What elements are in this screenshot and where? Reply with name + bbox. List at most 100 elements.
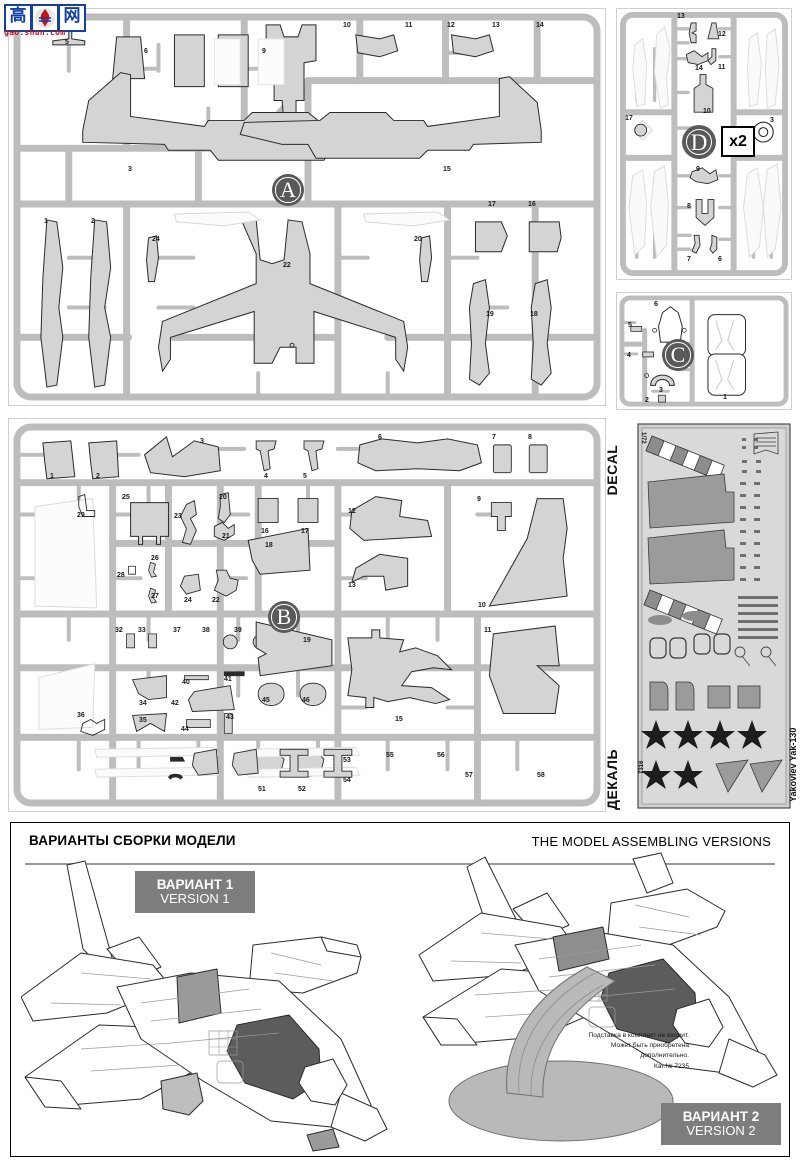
sprue-d-artwork	[619, 11, 789, 277]
stand-note-line-2: Может быть приобретена	[610, 1042, 689, 1050]
part-label-a-18: 18	[530, 311, 538, 318]
part-label-d-6: 6	[718, 256, 722, 263]
part-label-b-46: 46	[302, 697, 310, 704]
display-stand	[448, 966, 674, 1142]
sprue-b-artwork	[13, 423, 601, 807]
site-watermark: 高 网 gao.shun.com	[4, 4, 86, 38]
part-label-b-52: 52	[298, 786, 306, 793]
sprue-frame-a	[8, 8, 606, 406]
stand-note-line-3: дополнительно.	[640, 1052, 689, 1060]
part-label-b-10: 10	[478, 602, 486, 609]
part-label-d-12: 12	[718, 31, 726, 38]
sprue-frame-d	[616, 8, 792, 280]
part-label-c-3: 3	[659, 387, 663, 394]
part-label-b-16: 16	[261, 528, 269, 535]
part-label-b-23: 23	[174, 513, 182, 520]
version-2-label-ru: ВАРИАНТ 2	[682, 1108, 760, 1124]
part-label-b-8: 8	[528, 434, 532, 441]
version-2-label: ВАРИАНТ 2 VERSION 2	[661, 1103, 781, 1145]
part-label-b-35: 35	[139, 717, 147, 724]
version-1-label: ВАРИАНТ 1 VERSION 1	[135, 871, 255, 913]
header-rule-right	[475, 863, 775, 865]
part-label-b-6: 6	[378, 434, 382, 441]
part-label-b-51: 51	[258, 786, 266, 793]
part-label-a-1: 1	[44, 218, 48, 225]
part-label-b-22: 22	[212, 597, 220, 604]
watermark-emblem-icon	[31, 4, 59, 32]
part-label-a-3: 3	[128, 166, 132, 173]
part-label-b-53: 53	[343, 757, 351, 764]
sprue-frame-b	[8, 418, 606, 812]
part-label-d-3: 3	[770, 117, 774, 124]
part-label-d-10: 10	[703, 108, 711, 115]
part-label-c-4: 4	[627, 352, 631, 359]
sprue-badge-b: B	[268, 601, 300, 633]
part-label-b-34: 34	[139, 700, 147, 707]
decal-label-top: DECAL	[604, 444, 620, 496]
part-label-b-18: 18	[265, 542, 273, 549]
sprue-frame-c	[616, 292, 792, 410]
stand-note: Подставка в комплект не входит. Может бы…	[509, 1031, 689, 1072]
part-label-a-11: 11	[405, 22, 413, 29]
part-label-b-27: 27	[151, 593, 159, 600]
watermark-url: gao.shun.com	[4, 28, 66, 37]
versions-panel: ВАРИАНТЫ СБОРКИ МОДЕЛИ THE MODEL ASSEMBL…	[10, 822, 790, 1157]
part-label-b-36: 36	[77, 712, 85, 719]
part-label-b-21: 21	[222, 533, 230, 540]
versions-panel-header: ВАРИАНТЫ СБОРКИ МОДЕЛИ THE MODEL ASSEMBL…	[11, 823, 789, 865]
versions-title-ru: ВАРИАНТЫ СБОРКИ МОДЕЛИ	[29, 833, 236, 848]
part-label-a-6: 6	[144, 48, 148, 55]
version-1-label-ru: ВАРИАНТ 1	[156, 876, 234, 892]
part-label-d-14: 14	[695, 65, 703, 72]
part-label-b-42: 42	[171, 700, 179, 707]
sprue-badge-a-letter: A	[275, 177, 301, 203]
part-label-b-45: 45	[262, 697, 270, 704]
watermark-char-left: 高	[4, 4, 32, 32]
versions-title-en: THE MODEL ASSEMBLING VERSIONS	[531, 834, 771, 849]
part-label-c-1: 1	[723, 394, 727, 401]
part-label-b-17: 17	[301, 528, 309, 535]
part-label-a-17: 17	[488, 201, 496, 208]
part-label-b-15: 15	[395, 716, 403, 723]
part-label-b-2: 2	[96, 473, 100, 480]
part-label-b-40: 40	[182, 679, 190, 686]
decal-subject-label: Yakovlev Yak-130	[788, 727, 798, 802]
part-label-a-12: 12	[447, 22, 455, 29]
sprue-badge-b-letter: B	[271, 604, 297, 630]
part-label-b-55: 55	[386, 752, 394, 759]
part-label-a-24: 24	[152, 236, 160, 243]
part-label-d-9: 9	[696, 166, 700, 173]
part-label-b-54: 54	[343, 777, 351, 784]
part-label-b-39: 39	[234, 627, 242, 634]
part-label-b-32: 32	[115, 627, 123, 634]
part-label-a-10: 10	[343, 22, 351, 29]
decal-sheet: 1/72 7316 Yakovlev Yak-130	[616, 420, 798, 812]
part-label-b-29: 29	[77, 512, 85, 519]
part-label-b-44: 44	[181, 726, 189, 733]
part-label-b-12: 12	[348, 508, 356, 515]
part-label-d-8: 8	[687, 203, 691, 210]
part-label-a-15: 15	[443, 166, 451, 173]
sprue-c-artwork	[619, 295, 789, 407]
part-label-d-17: 17	[625, 115, 633, 122]
part-label-b-33: 33	[138, 627, 146, 634]
part-label-b-24: 24	[184, 597, 192, 604]
stand-note-line-1: Подставка в комплект не входит.	[588, 1032, 689, 1039]
sprue-badge-c: C	[662, 339, 694, 371]
part-label-b-3: 3	[200, 438, 204, 445]
part-label-b-25: 25	[122, 494, 130, 501]
part-label-d-13: 13	[677, 13, 685, 20]
version-2-label-en: VERSION 2	[686, 1123, 756, 1139]
decal-scale-label: 1/72	[640, 432, 646, 444]
part-label-b-7: 7	[492, 434, 496, 441]
part-label-c-5: 5	[628, 322, 632, 329]
stand-note-line-4: Кат.№ 7235	[653, 1062, 689, 1070]
decal-label-bottom: ДЕКАЛЬ	[604, 748, 620, 810]
part-label-b-13: 13	[348, 582, 356, 589]
part-label-b-41: 41	[224, 676, 232, 683]
part-label-b-4: 4	[264, 473, 268, 480]
part-label-b-38: 38	[202, 627, 210, 634]
sprue-badge-a: A	[272, 174, 304, 206]
part-label-b-26: 26	[151, 555, 159, 562]
